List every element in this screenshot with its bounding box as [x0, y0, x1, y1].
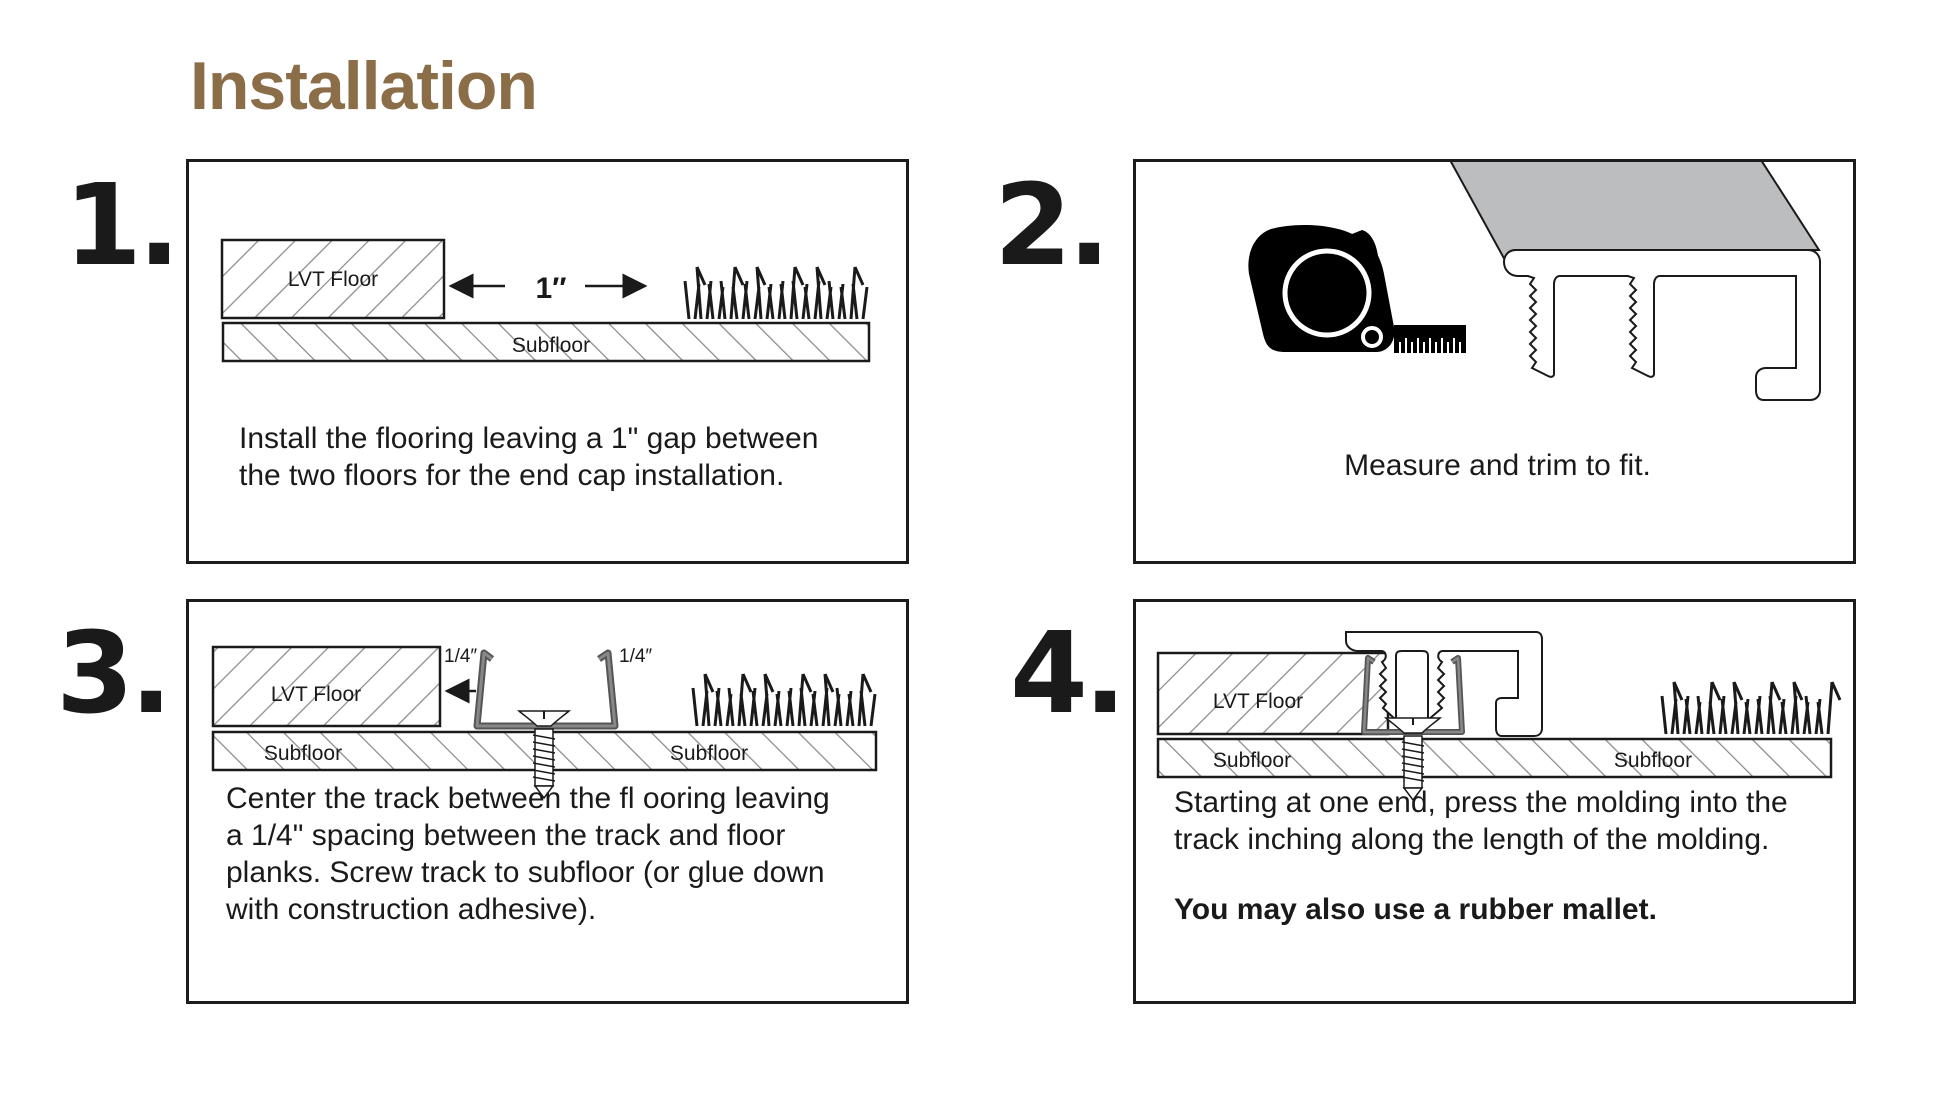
carpet-tufts — [691, 673, 877, 727]
caption-bold-note: You may also use a rubber mallet. — [1174, 893, 1657, 926]
subfloor-right-label: Subfloor — [670, 742, 748, 765]
caption-line: Center the track between the fl ooring l… — [226, 782, 830, 815]
subfloor-label: Subfloor — [512, 334, 590, 357]
caption-line: planks. Screw track to subfloor (or glue… — [226, 856, 825, 889]
caption-line: a 1/4" spacing between the track and flo… — [226, 819, 786, 852]
lvt-floor-plank: LVT Floor — [211, 645, 442, 728]
caption-line: with construction adhesive). — [226, 893, 597, 926]
end-cap-molding-icon — [1449, 162, 1821, 401]
subfloor-plank: Subfloor Subfloor — [1156, 737, 1833, 779]
caption-line: track inching along the length of the mo… — [1174, 823, 1770, 856]
lvt-floor-plank: LVT Floor — [1156, 651, 1390, 736]
step-4-caption: Starting at one end, press the molding i… — [1174, 784, 1788, 928]
step-number-4: 4. — [1010, 609, 1127, 739]
lvt-floor-plank: LVT Floor — [220, 238, 446, 320]
subfloor-plank: Subfloor — [221, 321, 871, 363]
step-4-panel: LVT Floor Subfloor Subfloor Starting at … — [1133, 599, 1856, 1004]
lvt-floor-label: LVT Floor — [288, 268, 378, 291]
screw-icon — [1383, 717, 1443, 802]
molding-icon — [1345, 631, 1543, 737]
spacing-right-label: 1/4″ — [619, 646, 652, 667]
step-3-panel: LVT Floor Subfloor Subfloor 1/4″ 1/4″ Ce — [186, 599, 909, 1004]
carpet-icon — [1660, 681, 1842, 735]
tape-measure-icon — [1248, 224, 1466, 353]
subfloor-left-label: Subfloor — [1213, 749, 1291, 772]
step-number-3: 3. — [56, 609, 173, 739]
step-2-panel: Measure and trim to fit. — [1133, 159, 1856, 564]
screw-icon — [516, 710, 572, 800]
lvt-floor-label: LVT Floor — [1213, 690, 1303, 713]
spacing-left-label: 1/4″ — [444, 646, 477, 667]
step-1-caption: Install the flooring leaving a 1" gap be… — [239, 420, 818, 494]
carpet-icon — [683, 266, 869, 320]
caption-line: the two floors for the end cap installat… — [239, 459, 785, 492]
caption-line: Install the flooring leaving a 1" gap be… — [239, 422, 819, 455]
page-title: Installation — [190, 48, 538, 124]
caption-line: Starting at one end, press the molding i… — [1174, 786, 1788, 819]
carpet-tufts — [683, 266, 869, 320]
subfloor-right-label: Subfloor — [1614, 749, 1692, 772]
step-1-diagram: LVT Floor Subfloor 1″ — [220, 238, 871, 363]
step-4-diagram: LVT Floor Subfloor Subfloor — [1156, 631, 1842, 802]
carpet-tufts — [1660, 681, 1842, 735]
step-2-diagram — [1248, 162, 1821, 401]
gap-dimension-label: 1″ — [535, 272, 566, 305]
step-3-diagram: LVT Floor Subfloor Subfloor 1/4″ 1/4″ — [211, 645, 878, 800]
lvt-floor-label: LVT Floor — [271, 683, 361, 706]
step-3-caption: Center the track between the fl ooring l… — [226, 780, 830, 928]
subfloor-left-label: Subfloor — [264, 742, 342, 765]
caption-line: Measure and trim to fit. — [1344, 449, 1651, 482]
step-1-panel: LVT Floor Subfloor 1″ Install the floori… — [186, 159, 909, 564]
step-number-1: 1. — [64, 161, 181, 291]
step-number-2: 2. — [994, 161, 1111, 291]
step-2-caption: Measure and trim to fit. — [1136, 447, 1859, 484]
carpet-icon — [691, 673, 877, 727]
